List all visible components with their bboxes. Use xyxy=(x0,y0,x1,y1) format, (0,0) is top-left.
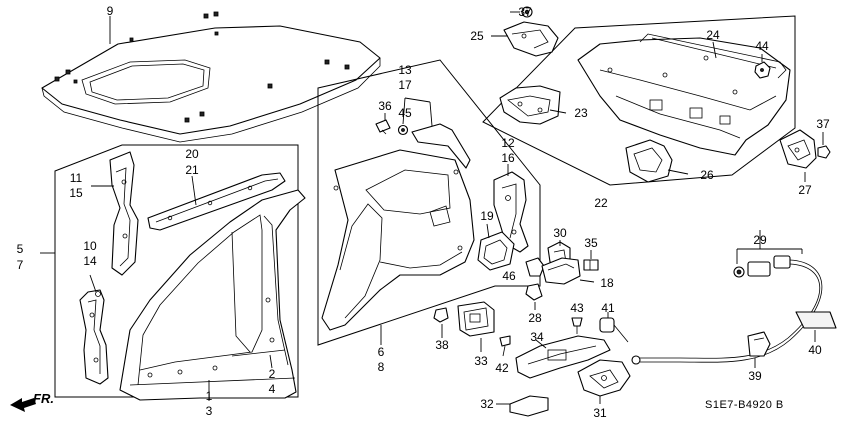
part-label: 13 xyxy=(398,63,412,77)
upper-bracket xyxy=(503,6,559,57)
c-pillar-trim xyxy=(411,123,471,169)
part-label: 9 xyxy=(106,4,114,18)
front-direction-arrow xyxy=(10,398,36,412)
clip-and-screw xyxy=(375,119,409,136)
rear-panel-assembly xyxy=(577,33,791,156)
clip-46 xyxy=(525,257,545,277)
part-label: 4 xyxy=(268,382,276,396)
part-label: 28 xyxy=(528,311,542,325)
fuel-lid-cable xyxy=(631,255,823,365)
insulator-pad xyxy=(795,311,837,329)
part-label: 3 xyxy=(205,404,213,418)
nut-44 xyxy=(754,61,771,79)
cover-plate xyxy=(509,395,549,417)
opener-switch xyxy=(457,301,495,337)
b-pillar-part xyxy=(79,289,109,385)
part-label: 24 xyxy=(706,28,720,42)
roof-side-rail-part xyxy=(147,172,286,231)
screw-43 xyxy=(571,317,583,334)
part-label: 19 xyxy=(480,209,494,223)
part-label: 30 xyxy=(553,226,567,240)
cable-clip xyxy=(747,331,771,357)
part-label: 37 xyxy=(518,5,532,19)
part-label: 35 xyxy=(584,236,598,250)
part-label: 36 xyxy=(378,99,392,113)
part-label: 26 xyxy=(700,168,714,182)
rear-quarter-panel xyxy=(321,149,475,331)
part-label: 22 xyxy=(594,196,608,210)
left-group-frame xyxy=(54,144,299,398)
part-label: 45 xyxy=(398,106,412,120)
part-label: 20 xyxy=(185,147,199,161)
part-label: 39 xyxy=(748,369,762,383)
part-label: 2 xyxy=(268,367,276,381)
part-label: 11 xyxy=(69,171,83,185)
part-label: 18 xyxy=(600,276,614,290)
part-label: 31 xyxy=(593,406,607,420)
part-label: 10 xyxy=(83,239,97,253)
latch-assembly xyxy=(577,359,631,397)
side-bracket xyxy=(779,129,831,169)
part-label: 40 xyxy=(808,343,822,357)
part-label: 27 xyxy=(798,183,812,197)
part-label: 21 xyxy=(185,163,199,177)
part-label: 15 xyxy=(69,186,83,200)
a-pillar-part xyxy=(109,151,139,276)
part-label: 7 xyxy=(16,258,24,272)
outer-side-panel xyxy=(119,189,306,401)
part-label: 42 xyxy=(495,361,509,375)
part-label: 8 xyxy=(377,360,385,374)
part-label: 6 xyxy=(377,345,385,359)
pin-28 xyxy=(525,283,543,301)
clip-38 xyxy=(433,307,449,323)
roof-panel xyxy=(41,11,381,143)
center-group-frame xyxy=(317,59,541,346)
part-label: 1 xyxy=(205,389,213,403)
part-label: 25 xyxy=(470,29,484,43)
opener-lever xyxy=(515,335,611,379)
part-label: 43 xyxy=(570,301,584,315)
part-label: 44 xyxy=(755,39,769,53)
part-label: 23 xyxy=(574,106,588,120)
right-group-frame xyxy=(482,15,796,186)
diagram-code: S1E7-B4920 B xyxy=(705,399,784,411)
screw-42 xyxy=(499,335,511,357)
part-label: 37 xyxy=(816,117,830,131)
part-label: 41 xyxy=(601,301,615,315)
part-label: 5 xyxy=(16,242,24,256)
part-label: 16 xyxy=(501,151,515,165)
lower-bracket xyxy=(625,139,673,183)
part-label: 12 xyxy=(501,136,515,150)
part-label: 33 xyxy=(474,354,488,368)
part-label: 38 xyxy=(435,338,449,352)
rear-bracket xyxy=(499,85,561,125)
part-label: 17 xyxy=(398,78,412,92)
part-label: 14 xyxy=(83,254,97,268)
opener-cap xyxy=(541,257,581,285)
front-direction-label: FR. xyxy=(33,391,54,406)
fuel-lid xyxy=(477,231,515,271)
part-label: 34 xyxy=(530,330,544,344)
bolt-41 xyxy=(599,317,629,343)
bolt-35 xyxy=(583,259,599,271)
part-label: 32 xyxy=(480,397,494,411)
part-label: 46 xyxy=(502,269,516,283)
part-label: 29 xyxy=(753,233,767,247)
